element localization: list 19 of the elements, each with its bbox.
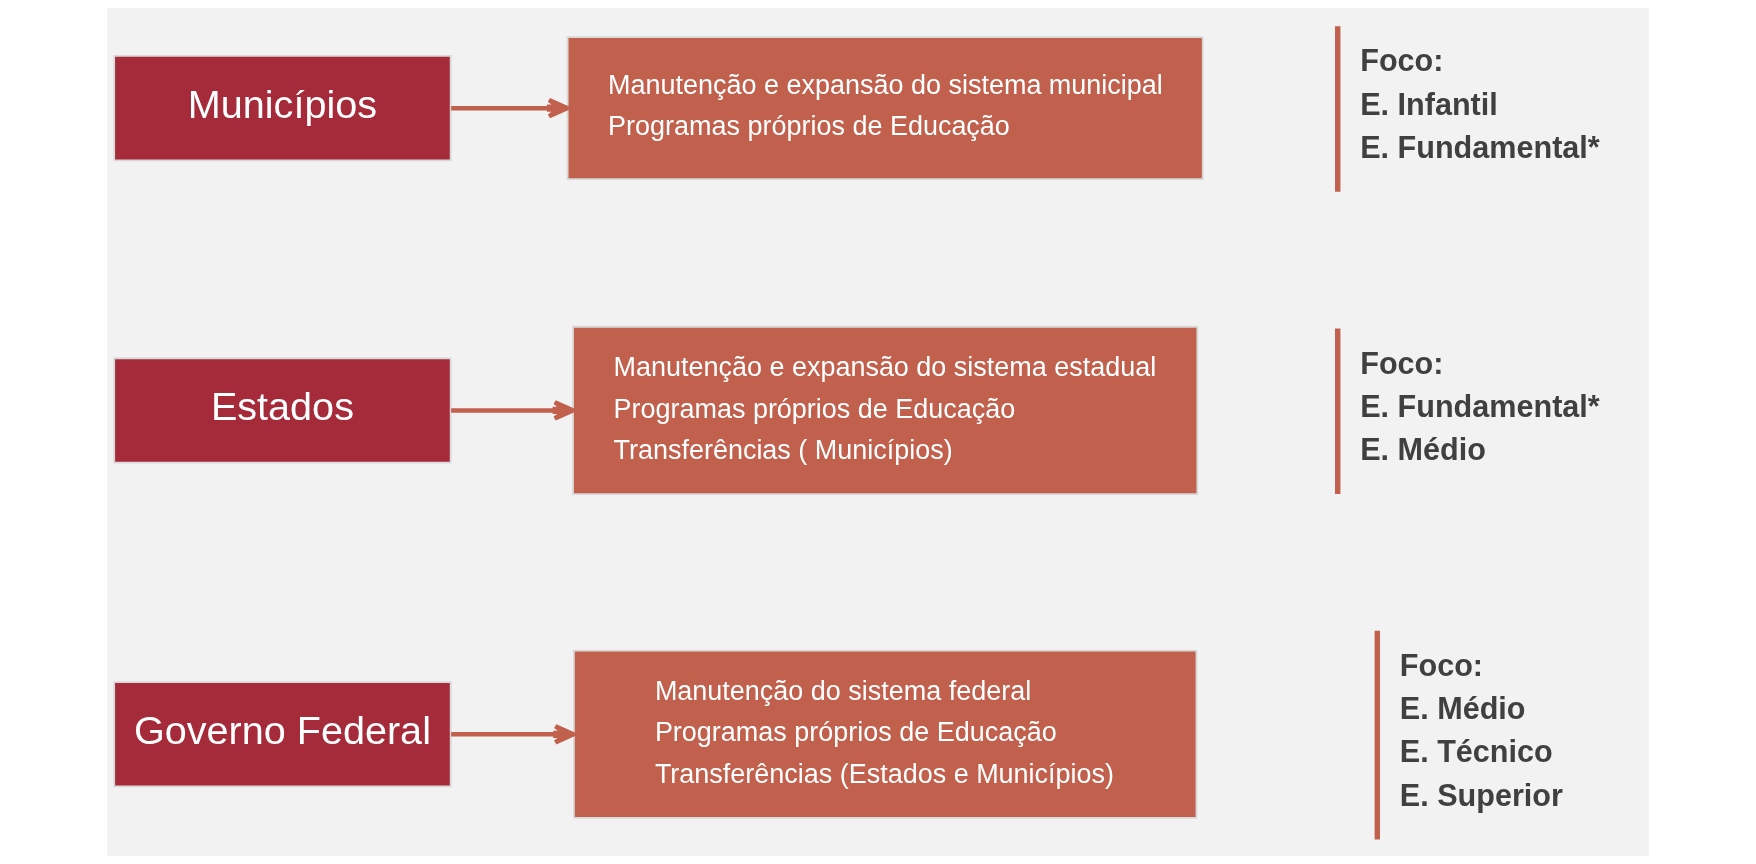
node-label: Foco: xyxy=(1399,647,1484,682)
node-label: E. Fundamental* xyxy=(1360,388,1600,423)
node-label: Foco: xyxy=(1360,345,1444,380)
node-label: E. Fundamental* xyxy=(1360,129,1600,164)
arrow xyxy=(451,97,570,119)
node-label: E. Médio xyxy=(1360,432,1486,467)
node-label: E. Médio xyxy=(1399,691,1526,726)
node-box: Manutenção e expansão do sistema estadual Programas próprios de Educação Transferências ( Municípios) xyxy=(572,325,1199,495)
node-box: Estados xyxy=(113,357,452,464)
node-label: E. Infantil xyxy=(1360,86,1498,121)
node-box: Manutenção e expansão do sistema municipal Programas próprios de Educação xyxy=(566,36,1204,181)
node-label: E. Superior xyxy=(1399,777,1563,812)
node-label: Foco: xyxy=(1360,43,1444,78)
arrow xyxy=(451,723,576,745)
node-box: Municípios xyxy=(113,55,452,162)
node-label: E. Técnico xyxy=(1399,734,1553,769)
node-box: Manutenção do sistema federal Programas próprios de Educação Transferências (Estados e Municípios) xyxy=(573,649,1198,819)
arrow xyxy=(451,400,576,421)
node-box: Governo Federal xyxy=(113,681,452,788)
